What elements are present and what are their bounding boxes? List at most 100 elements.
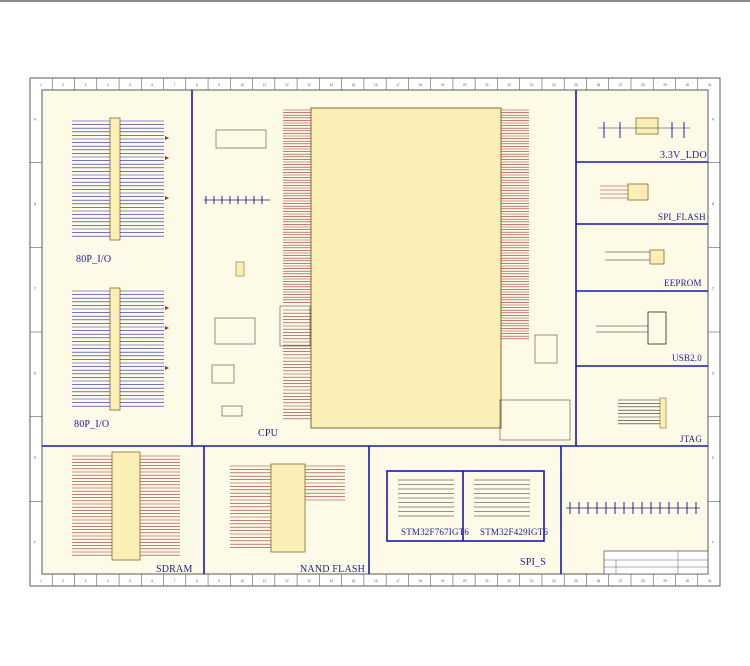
spi-flash-chip bbox=[627, 183, 649, 201]
border-label-top: 4 bbox=[107, 83, 109, 87]
label-mcu-f429: STM32F429IGT6 bbox=[480, 527, 549, 537]
border-label-top: 1 bbox=[40, 83, 42, 87]
net-arrow bbox=[165, 326, 169, 330]
border-label-left: C bbox=[34, 287, 37, 291]
label-80p-io-top: 80P_I/O bbox=[76, 254, 112, 265]
border-label-bottom: 29 bbox=[663, 579, 667, 583]
border-label-bottom: 21 bbox=[485, 579, 489, 583]
border-label-bottom: 10 bbox=[240, 579, 244, 583]
border-label-top: 14 bbox=[329, 83, 333, 87]
label-80p-io-bottom: 80P_I/O bbox=[74, 419, 110, 430]
label-spi-s: SPI_S bbox=[520, 557, 547, 568]
osc-circuit bbox=[279, 305, 311, 347]
clock-circuit bbox=[215, 129, 267, 149]
border-label-top: 21 bbox=[485, 83, 489, 87]
border-label-top: 17 bbox=[396, 83, 400, 87]
vbat-circuit bbox=[211, 364, 235, 384]
spi-s-box bbox=[386, 470, 545, 542]
border-label-bottom: 7 bbox=[174, 579, 176, 583]
border-label-right: D bbox=[712, 371, 715, 375]
cpu-chip bbox=[310, 107, 502, 429]
label-mcu-f767: STM32F767IGT6 bbox=[401, 527, 470, 537]
border-label-left: A bbox=[34, 117, 37, 121]
border-label-top: 10 bbox=[240, 83, 244, 87]
border-label-bottom: 5 bbox=[129, 579, 131, 583]
border-label-top: 13 bbox=[307, 83, 311, 87]
jtag-header bbox=[659, 397, 667, 429]
ldo-chip bbox=[635, 117, 659, 135]
connector-io-top bbox=[109, 117, 121, 241]
border-label-right: C bbox=[712, 287, 715, 291]
border-label-top: 29 bbox=[663, 83, 667, 87]
net-arrow bbox=[165, 156, 169, 160]
label-nand-flash: NAND FLASH bbox=[300, 564, 366, 575]
power-circuit bbox=[499, 399, 571, 441]
eeprom-chip bbox=[649, 249, 665, 265]
connector-io-bottom bbox=[109, 287, 121, 411]
border-label-bottom: 3 bbox=[85, 579, 87, 583]
border-label-bottom: 8 bbox=[196, 579, 198, 583]
label-sdram: SDRAM bbox=[156, 564, 193, 575]
border-label-bottom: 1 bbox=[40, 579, 42, 583]
sdram-chip bbox=[111, 451, 141, 561]
border-label-bottom: 26 bbox=[597, 579, 601, 583]
border-label-top: 3 bbox=[85, 83, 87, 87]
border-label-bottom: 25 bbox=[574, 579, 578, 583]
border-label-bottom: 27 bbox=[619, 579, 623, 583]
border-label-bottom: 20 bbox=[463, 579, 467, 583]
border-label-bottom: 9 bbox=[218, 579, 220, 583]
boot-header bbox=[235, 261, 245, 277]
border-label-left: B bbox=[34, 202, 36, 206]
border-label-left: F bbox=[34, 541, 36, 545]
border-label-top: 2 bbox=[62, 83, 64, 87]
label-eeprom: EEPROM bbox=[664, 278, 702, 288]
net-arrow bbox=[165, 136, 169, 140]
border-label-bottom: 2 bbox=[62, 579, 64, 583]
border-label-bottom: 15 bbox=[352, 579, 356, 583]
border-label-bottom: 22 bbox=[508, 579, 512, 583]
net-arrow bbox=[165, 306, 169, 310]
net-arrow bbox=[165, 366, 169, 370]
border-label-bottom: 28 bbox=[641, 579, 645, 583]
border-label-top: 20 bbox=[463, 83, 467, 87]
border-label-bottom: 23 bbox=[530, 579, 534, 583]
usb-connector bbox=[647, 311, 667, 345]
border-label-top: 28 bbox=[641, 83, 645, 87]
border-label-top: 6 bbox=[151, 83, 153, 87]
border-label-right: F bbox=[712, 541, 714, 545]
border-label-bottom: 31 bbox=[708, 579, 712, 583]
border-label-bottom: 13 bbox=[307, 579, 311, 583]
label-usb2: USB2.0 bbox=[672, 353, 702, 363]
nand-chip bbox=[270, 463, 306, 553]
border-label-top: 25 bbox=[574, 83, 578, 87]
border-label-bottom: 11 bbox=[263, 579, 267, 583]
usb-osc-circuit bbox=[534, 334, 558, 364]
border-label-top: 22 bbox=[508, 83, 512, 87]
border-label-top: 16 bbox=[374, 83, 378, 87]
border-label-bottom: 4 bbox=[107, 579, 109, 583]
border-label-top: 30 bbox=[686, 83, 690, 87]
border-label-top: 9 bbox=[218, 83, 220, 87]
border-label-top: 24 bbox=[552, 83, 556, 87]
border-label-top: 18 bbox=[419, 83, 423, 87]
led-circuit bbox=[221, 405, 243, 417]
border-label-bottom: 12 bbox=[285, 579, 289, 583]
reset-circuit bbox=[214, 317, 256, 345]
border-label-top: 15 bbox=[352, 83, 356, 87]
border-label-bottom: 30 bbox=[686, 579, 690, 583]
border-label-top: 7 bbox=[174, 83, 176, 87]
border-label-left: D bbox=[34, 371, 37, 375]
border-label-right: A bbox=[712, 117, 715, 121]
border-label-top: 12 bbox=[285, 83, 289, 87]
border-label-top: 19 bbox=[441, 83, 445, 87]
border-label-top: 26 bbox=[597, 83, 601, 87]
border-label-top: 27 bbox=[619, 83, 623, 87]
border-label-bottom: 14 bbox=[329, 579, 333, 583]
label-cpu: CPU bbox=[258, 428, 279, 439]
border-label-left: E bbox=[34, 456, 36, 460]
border-label-bottom: 24 bbox=[552, 579, 556, 583]
label-3v3-ldo: 3.3V_LDO bbox=[660, 150, 707, 161]
label-spi-flash: SPI_FLASH bbox=[658, 212, 706, 222]
border-label-top: 8 bbox=[196, 83, 198, 87]
